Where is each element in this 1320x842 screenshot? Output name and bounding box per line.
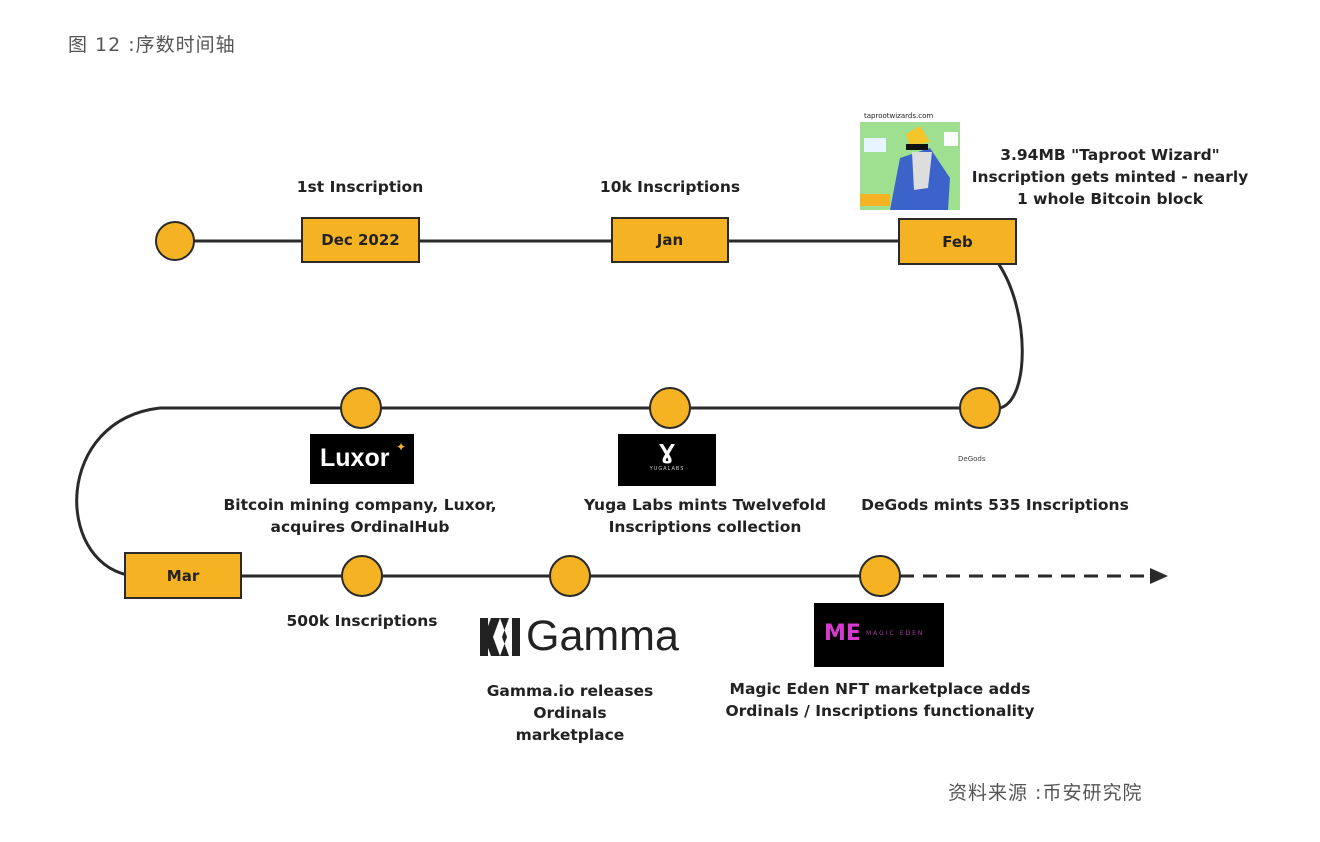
caption-gamma-line-1: Gamma.io releases — [486, 682, 654, 700]
caption-dec-2022: 1st Inscription — [296, 178, 424, 196]
wizard-url-text: taprootwizards.com — [864, 112, 934, 120]
luxor-logo: Luxor ✦ — [310, 434, 414, 484]
taproot-wizard-image: taprootwizards.com — [860, 108, 960, 210]
node-luxor — [340, 387, 382, 429]
box-feb — [898, 218, 1017, 265]
caption-degods: DeGods mints 535 Inscriptions — [840, 494, 1150, 516]
box-label-dec-2022: Dec 2022 — [321, 231, 400, 249]
caption-luxor: Bitcoin mining company, Luxor, acquires … — [210, 494, 510, 538]
gamma-mark-icon — [480, 618, 520, 656]
yuga-labs-logo-text: YUGALABS — [649, 466, 685, 472]
node-500k — [341, 555, 383, 597]
box-label-mar: Mar — [166, 566, 200, 585]
start-node — [155, 221, 195, 261]
node-gamma — [549, 555, 591, 597]
caption-feb: 3.94MB "Taproot Wizard" Inscription gets… — [960, 144, 1260, 210]
caption-luxor-line-2: acquires OrdinalHub — [270, 518, 450, 536]
caption-feb-line-2: Inscription gets minted - nearly — [971, 168, 1249, 186]
caption-yuga: Yuga Labs mints Twelvefold Inscriptions … — [555, 494, 855, 538]
source-note: 资料来源 :币安研究院 — [948, 782, 1143, 804]
caption-degods-line-1: DeGods mints 535 Inscriptions — [861, 496, 1129, 514]
curve-left — [75, 406, 161, 577]
luxor-star-icon: ✦ — [395, 440, 406, 454]
caption-gamma-line-3: marketplace — [515, 726, 625, 744]
caption-magic-eden-line-2: Ordinals / Inscriptions functionality — [725, 702, 1035, 720]
figure-title: 图 12 :序数时间轴 — [68, 34, 236, 56]
gamma-logo-text: Gamma — [526, 612, 679, 660]
node-magic-eden — [859, 555, 901, 597]
caption-yuga-line-1: Yuga Labs mints Twelvefold — [583, 496, 827, 514]
node-yuga — [649, 387, 691, 429]
caption-yuga-line-2: Inscriptions collection — [608, 518, 802, 536]
caption-luxor-line-1: Bitcoin mining company, Luxor, — [223, 496, 497, 514]
caption-magic-eden: Magic Eden NFT marketplace adds Ordinals… — [720, 678, 1040, 722]
caption-magic-eden-line-1: Magic Eden NFT marketplace adds — [729, 680, 1031, 698]
box-label-jan: Jan — [656, 231, 684, 249]
box-mar — [124, 552, 242, 599]
caption-gamma-line-2: Ordinals — [533, 704, 607, 722]
yuga-labs-logo: Ɣ YUGALABS — [618, 434, 716, 486]
caption-gamma: Gamma.io releases Ordinals marketplace — [470, 680, 670, 746]
magic-eden-logo: ME MAGIC EDEN — [814, 603, 944, 667]
caption-feb-line-1: 3.94MB "Taproot Wizard" — [1000, 146, 1220, 164]
caption-jan: 10k Inscriptions — [599, 178, 741, 196]
curve-right — [996, 262, 1024, 410]
yuga-labs-mark-icon: Ɣ — [659, 440, 675, 464]
arrow-head-icon — [1150, 568, 1168, 584]
caption-feb-line-3: 1 whole Bitcoin block — [1016, 190, 1204, 208]
luxor-logo-text: Luxor — [320, 444, 390, 472]
box-label-feb: Feb — [942, 232, 973, 251]
caption-500k-line-1: 500k Inscriptions — [286, 612, 438, 630]
degods-logo-text: DeGods — [958, 455, 986, 463]
caption-500k: 500k Inscriptions — [262, 610, 462, 632]
node-degods — [959, 387, 1001, 429]
box-dec-2022 — [301, 217, 420, 263]
magic-eden-logo-text: MAGIC EDEN — [866, 630, 925, 637]
box-jan — [611, 217, 729, 263]
magic-eden-mark-icon: ME — [824, 621, 861, 646]
wizard-illustration-icon — [860, 108, 960, 210]
